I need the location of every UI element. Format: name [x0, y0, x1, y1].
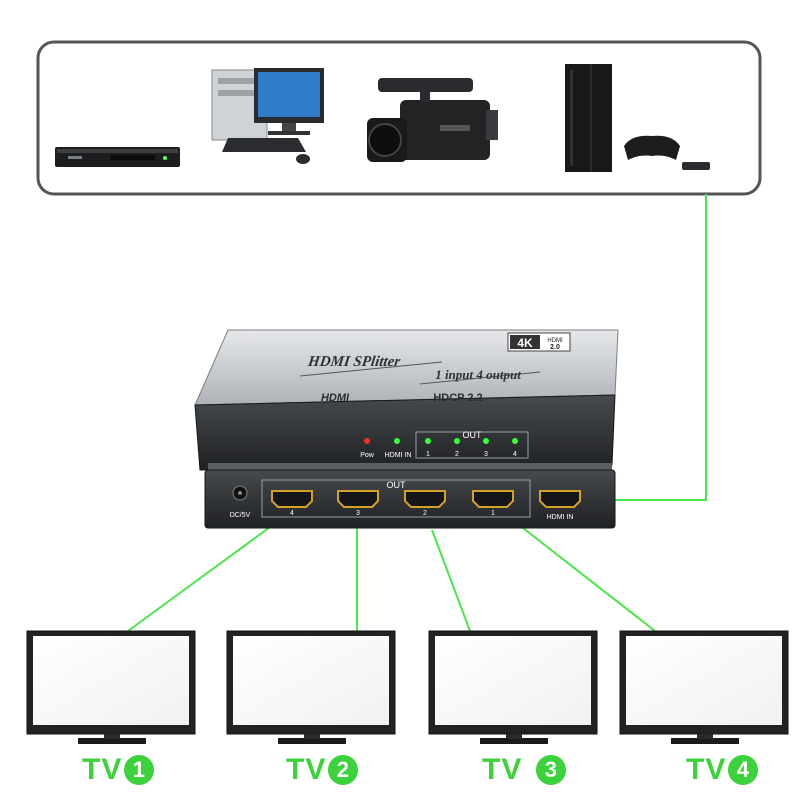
out-led-4 [512, 438, 518, 444]
led-number-1: 1 [426, 451, 430, 458]
hdmi-in-led [394, 438, 400, 444]
tv-number-badge: 4 [728, 755, 759, 785]
tv-3 [428, 630, 598, 744]
hdcp-label: HDCP 2.2 [433, 392, 482, 404]
tv-number-badge: 2 [328, 755, 359, 785]
tv-4 [619, 630, 789, 744]
connection-lines [127, 194, 707, 632]
tv-2 [226, 630, 396, 744]
output-line-tv1 [127, 515, 286, 632]
splitter-title: HDMI SPlitter [306, 354, 401, 370]
out-led-3 [483, 438, 489, 444]
input-connection-line [578, 194, 707, 501]
hdmi-out-port-2[interactable] [404, 490, 446, 508]
hdmi-out-port-4[interactable] [271, 490, 313, 508]
tv-label-4: TV 4 [686, 748, 759, 792]
dc-5v-label: DC/5V [230, 512, 251, 519]
splitter-subtitle: 1 input 4 output [435, 367, 521, 382]
output-line-tv4 [504, 513, 656, 632]
hdmi-brand-logo: HDMI [321, 392, 350, 404]
tv-label-text: TV [286, 753, 327, 786]
port-number-1: 1 [491, 510, 495, 517]
desktop-computer-icon [211, 68, 324, 164]
port-number-2: 2 [423, 510, 427, 517]
out-led-1 [425, 438, 431, 444]
tv-label-2: TV 2 [286, 748, 359, 792]
video-camera-icon [367, 78, 498, 162]
port-number-4: 4 [290, 510, 294, 517]
tv-number-badge: 1 [124, 755, 155, 785]
splitter-rear-unit [204, 463, 616, 529]
tv-label-3: TV 3 [482, 748, 567, 792]
tv-1 [26, 630, 196, 744]
port-number-3: 3 [356, 510, 360, 517]
badge-4k: 4K [517, 336, 533, 350]
tv-label-text: TV [686, 753, 727, 786]
pow-label: Pow [360, 452, 375, 459]
output-line-tv3 [431, 529, 471, 632]
led-number-2: 2 [455, 451, 459, 458]
out-ports-group [261, 479, 531, 518]
game-console-icon [565, 64, 710, 172]
hdmi-in-port-label: HDMI IN [547, 514, 574, 521]
badge-version: 2.0 [550, 344, 560, 351]
rear-out-label: OUT [387, 480, 407, 490]
led-number-4: 4 [513, 451, 517, 458]
badge-hdmi: HDMI [547, 338, 563, 344]
power-led [364, 438, 370, 444]
hdmi-in-port[interactable] [539, 490, 581, 508]
dvd-player-icon [55, 147, 180, 167]
led-number-3: 3 [484, 451, 488, 458]
tv-label-1: TV 1 [82, 748, 155, 792]
hdmi-in-led-label: HDMI IN [385, 452, 412, 459]
tv-label-text: TV [482, 753, 523, 786]
hdmi-out-port-1[interactable] [472, 490, 514, 508]
out-led-group [415, 431, 529, 459]
tv-number-badge: 3 [536, 755, 567, 785]
tv-label-text: TV [82, 753, 123, 786]
out-led-label: OUT [463, 430, 483, 440]
out-led-2 [454, 438, 460, 444]
splitter-front-unit [194, 329, 619, 471]
hdmi-out-port-3[interactable] [337, 490, 379, 508]
